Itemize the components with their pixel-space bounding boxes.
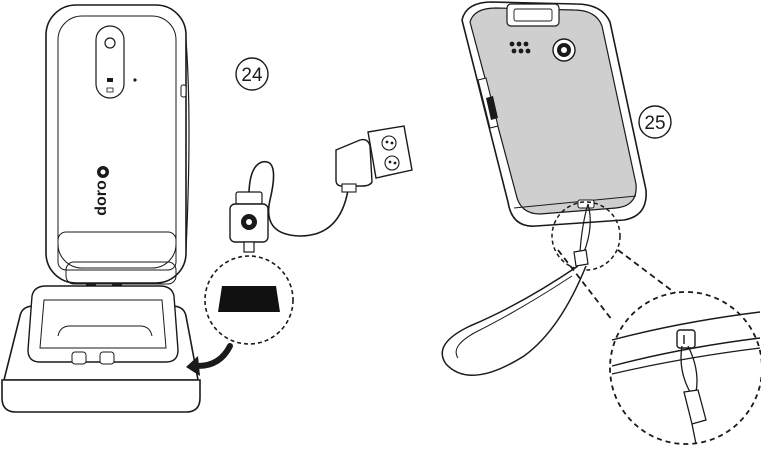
charging-port-zoom-callout [186, 255, 294, 376]
doro-logo: doro [93, 180, 110, 216]
charger-cable [248, 160, 349, 237]
zoom-connector-left [557, 249, 613, 321]
step-24-charging: doro 24 [1, 4, 413, 413]
step-25-strap: 25 [441, 1, 761, 445]
step-number-25-text: 25 [644, 113, 665, 134]
doro-logo-text: doro [93, 180, 110, 216]
step-number-24-text: 24 [241, 65, 263, 86]
usb-c-plug [229, 191, 269, 253]
phone-back [461, 1, 647, 227]
strap-attachment-zoom-callout [609, 291, 761, 445]
step-number-25: 25 [638, 105, 672, 139]
wall-outlet [367, 125, 413, 179]
wrist-strap [441, 203, 591, 376]
strap-eyelet-highlight [551, 201, 621, 271]
phone-front: doro [45, 4, 190, 292]
step-number-24: 24 [235, 57, 269, 91]
charging-cradle [1, 285, 201, 413]
wall-adapter [335, 138, 373, 193]
